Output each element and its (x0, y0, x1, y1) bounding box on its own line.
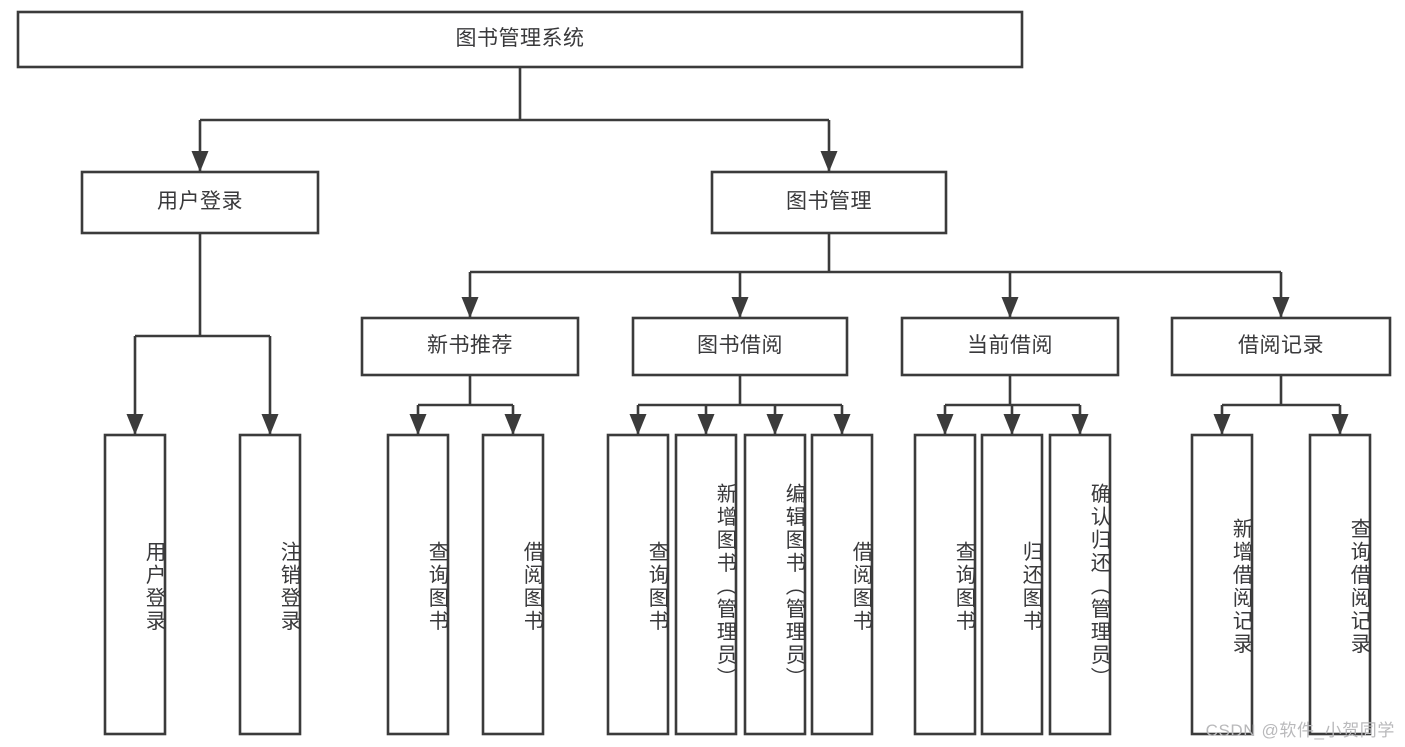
arrow-head-icon (1213, 414, 1231, 435)
node-box-leaf-rec-borrow[interactable] (481, 433, 545, 736)
node-box-leaf-cur-query[interactable] (913, 433, 977, 736)
node-box-leaf-cur-return[interactable] (980, 433, 1044, 736)
node-box-leaf-borrow-add[interactable] (674, 433, 738, 736)
node-box-leaf-borrow-lend[interactable] (810, 433, 874, 736)
arrow-head-icon (697, 414, 715, 435)
arrow-head-icon (820, 151, 838, 172)
node-box-leaf-user-login[interactable] (103, 433, 167, 736)
arrow-head-icon (191, 151, 209, 172)
arrow-head-icon (731, 297, 749, 318)
arrow-head-icon (261, 414, 279, 435)
node-box-current-borrow[interactable] (900, 316, 1120, 377)
arrow-head-icon (461, 297, 479, 318)
connector-layer (126, 67, 1349, 435)
arrow-head-icon (1001, 297, 1019, 318)
node-box-leaf-cur-confirm[interactable] (1048, 433, 1112, 736)
arrow-head-icon (936, 414, 954, 435)
node-box-book-borrow[interactable] (631, 316, 849, 377)
arrow-head-icon (1003, 414, 1021, 435)
watermark: CSDN @软件_小贺同学 (1205, 721, 1395, 740)
arrow-head-icon (504, 414, 522, 435)
node-box-book-manage[interactable] (710, 170, 948, 235)
node-box-leaf-borrow-query[interactable] (606, 433, 670, 736)
node-box-new-book-rec[interactable] (360, 316, 580, 377)
arrow-head-icon (1331, 414, 1349, 435)
node-box-layer (16, 10, 1392, 736)
arrow-head-icon (1071, 414, 1089, 435)
arrow-head-icon (833, 414, 851, 435)
node-box-leaf-user-logout[interactable] (238, 433, 302, 736)
node-box-user-login[interactable] (80, 170, 320, 235)
arrow-head-icon (1272, 297, 1290, 318)
arrow-head-icon (126, 414, 144, 435)
node-box-root[interactable] (16, 10, 1024, 69)
node-box-borrow-record[interactable] (1170, 316, 1392, 377)
arrow-head-icon (409, 414, 427, 435)
node-box-leaf-rec-query[interactable] (386, 433, 450, 736)
node-box-leaf-rec-search[interactable] (1308, 433, 1372, 736)
arrow-head-icon (629, 414, 647, 435)
arrow-head-icon (766, 414, 784, 435)
node-box-leaf-borrow-edit[interactable] (743, 433, 807, 736)
node-box-leaf-rec-add[interactable] (1190, 433, 1254, 736)
